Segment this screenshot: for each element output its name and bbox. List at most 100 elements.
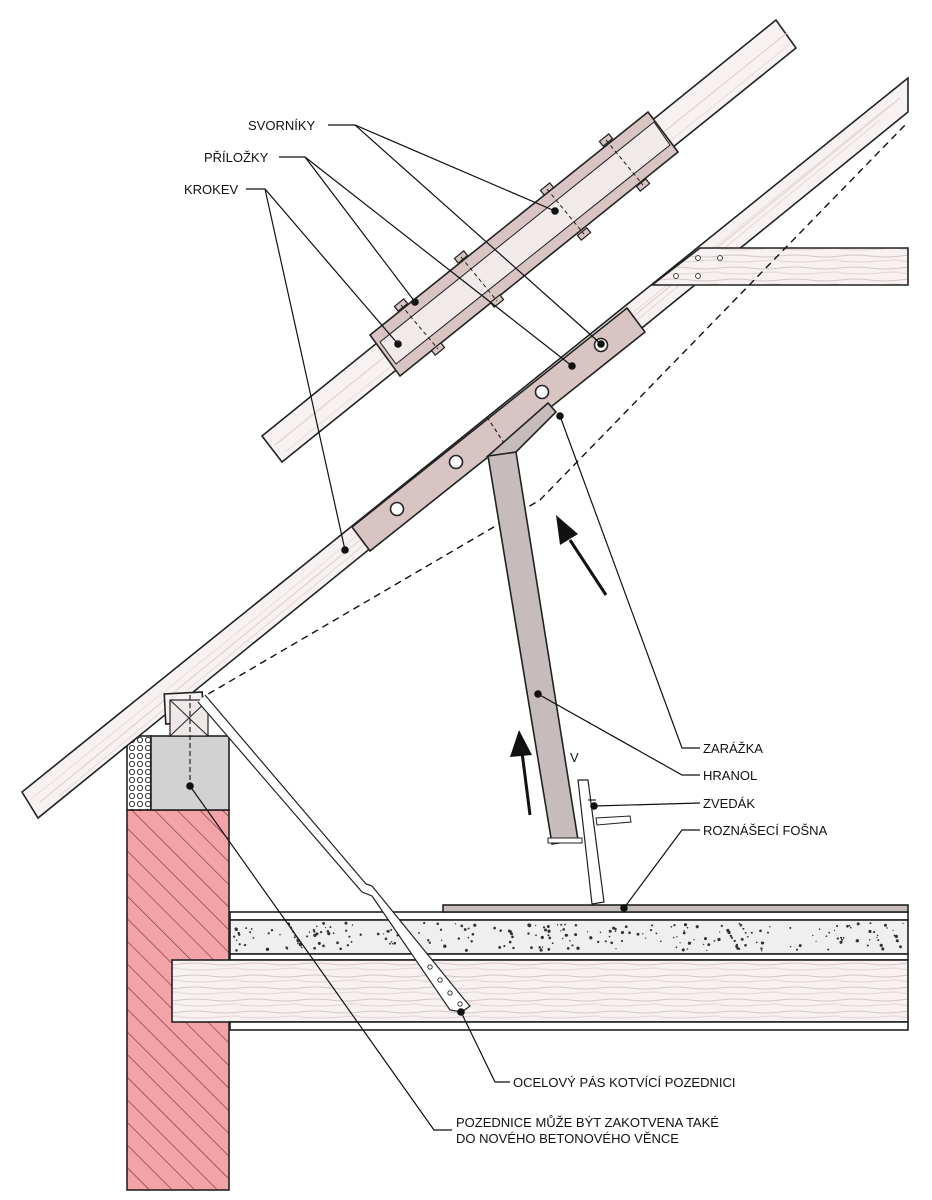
- aggregate-dot: [702, 943, 705, 946]
- aggregate-dot: [439, 928, 443, 931]
- aggregate-dot: [325, 927, 327, 929]
- detail-rafter: [260, 18, 798, 464]
- aggregate-dot: [467, 936, 470, 939]
- aggregate-dot: [815, 940, 817, 942]
- aggregate-dot: [892, 929, 894, 932]
- aggregate-dot: [833, 929, 836, 932]
- aggregate-dot: [795, 948, 799, 951]
- aggregate-dot: [760, 941, 764, 945]
- aggregate-dot: [561, 937, 564, 940]
- aggregate-dot: [719, 931, 721, 933]
- aggregate-dot: [614, 930, 617, 932]
- aggregate-dot: [750, 931, 753, 934]
- arrow-up-icon: [510, 730, 532, 816]
- aggregate-dot: [427, 939, 430, 942]
- aggregate-dot: [673, 923, 676, 927]
- aggregate-dot: [316, 925, 318, 928]
- aggregate-dot: [389, 942, 391, 945]
- aggregate-dot: [766, 931, 770, 934]
- aggregate-dot: [541, 946, 544, 948]
- aggregate-dot: [252, 937, 255, 939]
- aggregate-dot: [574, 933, 578, 937]
- aggregate-dot: [499, 929, 502, 932]
- aggregate-dot: [868, 938, 871, 941]
- aggregate-dot: [738, 922, 741, 925]
- aggregate-dot: [315, 932, 319, 936]
- aggregate-dot: [883, 923, 888, 927]
- aggregate-dot: [597, 940, 600, 944]
- aggregate-dot: [682, 931, 686, 935]
- aggregate-dot: [589, 936, 593, 940]
- aggregate-dot: [270, 929, 274, 932]
- aggregate-dot: [681, 948, 685, 952]
- aggregate-dot: [267, 932, 270, 935]
- label-pozednice-line2: DO NOVÉHO BETONOVÉHO VĚNCE: [456, 1131, 679, 1146]
- jack-head-plate: [547, 837, 583, 844]
- jack-lever: [595, 815, 632, 826]
- aggregate-dot: [644, 937, 647, 939]
- aggregate-dot: [390, 941, 393, 943]
- aggregate-dot: [345, 929, 348, 932]
- stop-block: [485, 401, 558, 458]
- aggregate-dot: [828, 931, 831, 934]
- aggregate-dot: [460, 924, 464, 928]
- collar-beam: [649, 247, 909, 286]
- aggregate-dot: [547, 934, 550, 937]
- aggregate-dot: [339, 947, 342, 951]
- aggregate-dot: [789, 945, 792, 948]
- aggregate-dot: [879, 943, 883, 948]
- aggregate-dot: [243, 944, 245, 946]
- aggregate-dot: [234, 927, 238, 932]
- wall-plate: [163, 691, 209, 790]
- aggregate-dot: [713, 940, 716, 942]
- aggregate-dot: [457, 937, 461, 940]
- aggregate-dot: [872, 931, 876, 934]
- aggregate-dot: [876, 934, 879, 937]
- aggregate-dot: [351, 924, 354, 926]
- steel-anchor-strap: [197, 694, 471, 1013]
- aggregate-dot: [547, 929, 551, 933]
- aggregate-dot: [704, 937, 707, 941]
- prop-timber: [487, 451, 579, 845]
- aggregate-dot: [498, 946, 502, 949]
- aggregate-dot: [576, 946, 580, 950]
- aggregate-dot: [687, 941, 692, 945]
- aggregate-dot: [675, 946, 678, 949]
- aggregate-dot: [896, 940, 899, 943]
- aggregate-dot: [390, 928, 393, 931]
- slab-bottom-layer: [229, 953, 909, 961]
- aggregate-dot: [313, 946, 316, 950]
- aggregate-dot: [760, 950, 763, 952]
- aggregate-dot: [869, 922, 872, 925]
- aggregate-dot: [856, 922, 860, 926]
- aggregate-dot: [836, 937, 839, 940]
- aggregate-dot: [249, 931, 252, 934]
- label-zvedak: ZVEDÁK: [703, 796, 755, 811]
- aggregate-dot: [902, 922, 904, 925]
- jack-mark: V: [570, 750, 579, 765]
- aggregate-dot: [894, 934, 898, 939]
- aggregate-dot: [544, 928, 547, 932]
- aggregate-dot: [298, 943, 303, 947]
- aggregate-dot: [798, 944, 802, 948]
- aggregate-dot: [245, 927, 248, 930]
- aggregate-dot: [769, 926, 771, 928]
- aggregate-dot: [760, 947, 763, 950]
- aggregate-dot: [839, 940, 843, 944]
- ceiling-structure: [171, 904, 909, 1031]
- aggregate-dot: [655, 932, 658, 935]
- aggregate-dot: [233, 935, 236, 938]
- aggregate-dot: [279, 933, 281, 936]
- aggregate-dot: [730, 936, 734, 939]
- aggregate-dot: [740, 937, 744, 941]
- aggregate-dot: [599, 931, 602, 934]
- label-zarazka: ZARÁŽKA: [703, 741, 763, 756]
- aggregate-dot: [571, 944, 574, 947]
- aggregate-dot: [615, 947, 617, 950]
- aggregate-dot: [336, 941, 339, 945]
- aggregate-dot: [620, 930, 625, 935]
- aggregate-dot: [877, 939, 880, 942]
- aggregate-dot: [850, 926, 852, 929]
- aggregate-dot: [551, 942, 554, 945]
- aggregate-dot: [818, 928, 821, 930]
